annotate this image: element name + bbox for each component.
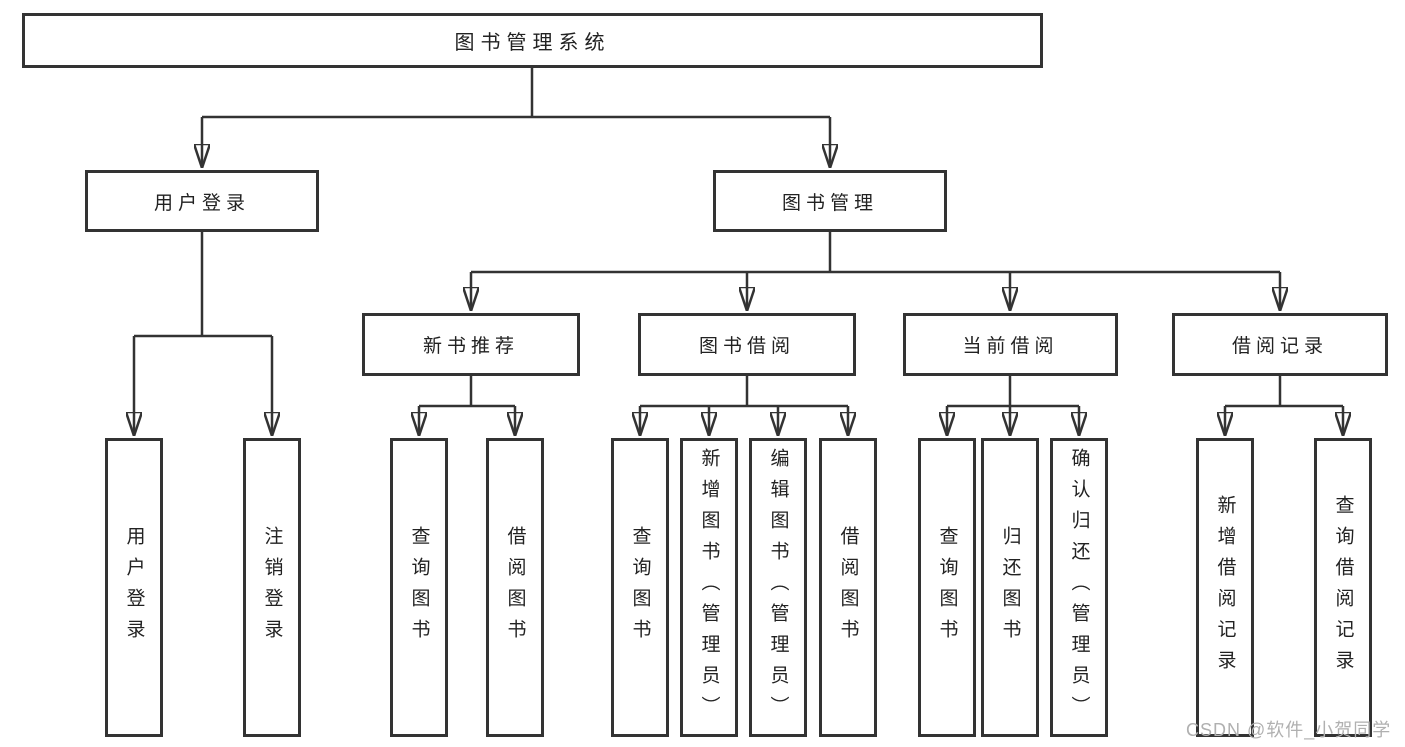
leaf-add-borrow-record: 新增借阅记录: [1196, 438, 1254, 737]
node-book-management: 图书管理: [713, 170, 947, 232]
leaf-confirm-return-admin: 确认归还（管理员）: [1050, 438, 1108, 737]
connector-book-borrow-children: [640, 376, 848, 436]
node-current-borrowing: 当前借阅: [903, 313, 1118, 376]
leaf-user-login: 用户登录: [105, 438, 163, 737]
leaf-edit-books-admin: 编辑图书（管理员）: [749, 438, 807, 737]
connector-user-login-children: [134, 232, 272, 436]
node-root-title: 图书管理系统: [22, 13, 1043, 68]
node-new-book-recommend: 新书推荐: [362, 313, 580, 376]
leaf-borrow-books-recommend: 借阅图书: [486, 438, 544, 737]
leaf-query-books-current: 查询图书: [918, 438, 976, 737]
watermark: CSDN @软件_小贺同学: [1186, 720, 1392, 740]
connector-borrow-record-children: [1225, 376, 1343, 436]
leaf-logout: 注销登录: [243, 438, 301, 737]
leaf-return-books: 归还图书: [981, 438, 1039, 737]
connector-root-to-level2: [202, 68, 830, 168]
connector-current-borrow-children: [947, 376, 1079, 436]
leaf-borrow-books: 借阅图书: [819, 438, 877, 737]
leaf-query-books-borrow: 查询图书: [611, 438, 669, 737]
node-borrowing-records: 借阅记录: [1172, 313, 1388, 376]
connector-new-book-children: [419, 376, 515, 436]
node-book-borrowing: 图书借阅: [638, 313, 856, 376]
leaf-query-books-recommend: 查询图书: [390, 438, 448, 737]
leaf-add-books-admin: 新增图书（管理员）: [680, 438, 738, 737]
node-user-login: 用户登录: [85, 170, 319, 232]
connector-book-mgmt-modules: [471, 232, 1280, 311]
leaf-query-borrow-record: 查询借阅记录: [1314, 438, 1372, 737]
